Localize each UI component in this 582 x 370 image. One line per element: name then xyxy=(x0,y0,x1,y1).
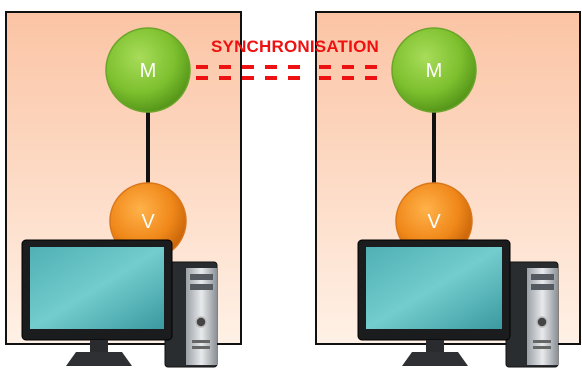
sync-dash xyxy=(242,65,254,69)
desktop-computer-icon xyxy=(21,239,218,368)
sync-dash xyxy=(342,76,354,80)
sync-dash xyxy=(288,76,300,80)
computer-monitor xyxy=(357,239,511,366)
sync-dash xyxy=(319,76,331,80)
sync-dash xyxy=(265,76,277,80)
computer-tower xyxy=(505,261,559,368)
view-node-label: V xyxy=(427,211,441,233)
sync-dash xyxy=(196,65,208,69)
sync-dash xyxy=(342,65,354,69)
computer-tower xyxy=(164,261,218,368)
synchronisation-label: SYNCHRONISATION xyxy=(211,37,379,56)
model-node-label: M xyxy=(426,60,443,82)
sync-dash xyxy=(242,76,254,80)
sync-dash xyxy=(288,65,300,69)
model-node-label: M xyxy=(140,60,157,82)
sync-dash xyxy=(365,76,377,80)
model-node: M xyxy=(391,27,477,113)
sync-dash xyxy=(219,65,231,69)
desktop-computer-icon xyxy=(357,239,559,368)
view-node-label: V xyxy=(141,211,155,233)
model-node: M xyxy=(105,27,191,113)
sync-dash xyxy=(319,65,331,69)
synchronisation-link xyxy=(196,65,377,80)
sync-dash xyxy=(365,65,377,69)
sync-dash xyxy=(196,76,208,80)
computer-monitor xyxy=(21,239,173,366)
panel-right: M V xyxy=(315,11,581,368)
sync-dash xyxy=(265,65,277,69)
sync-dash xyxy=(219,76,231,80)
